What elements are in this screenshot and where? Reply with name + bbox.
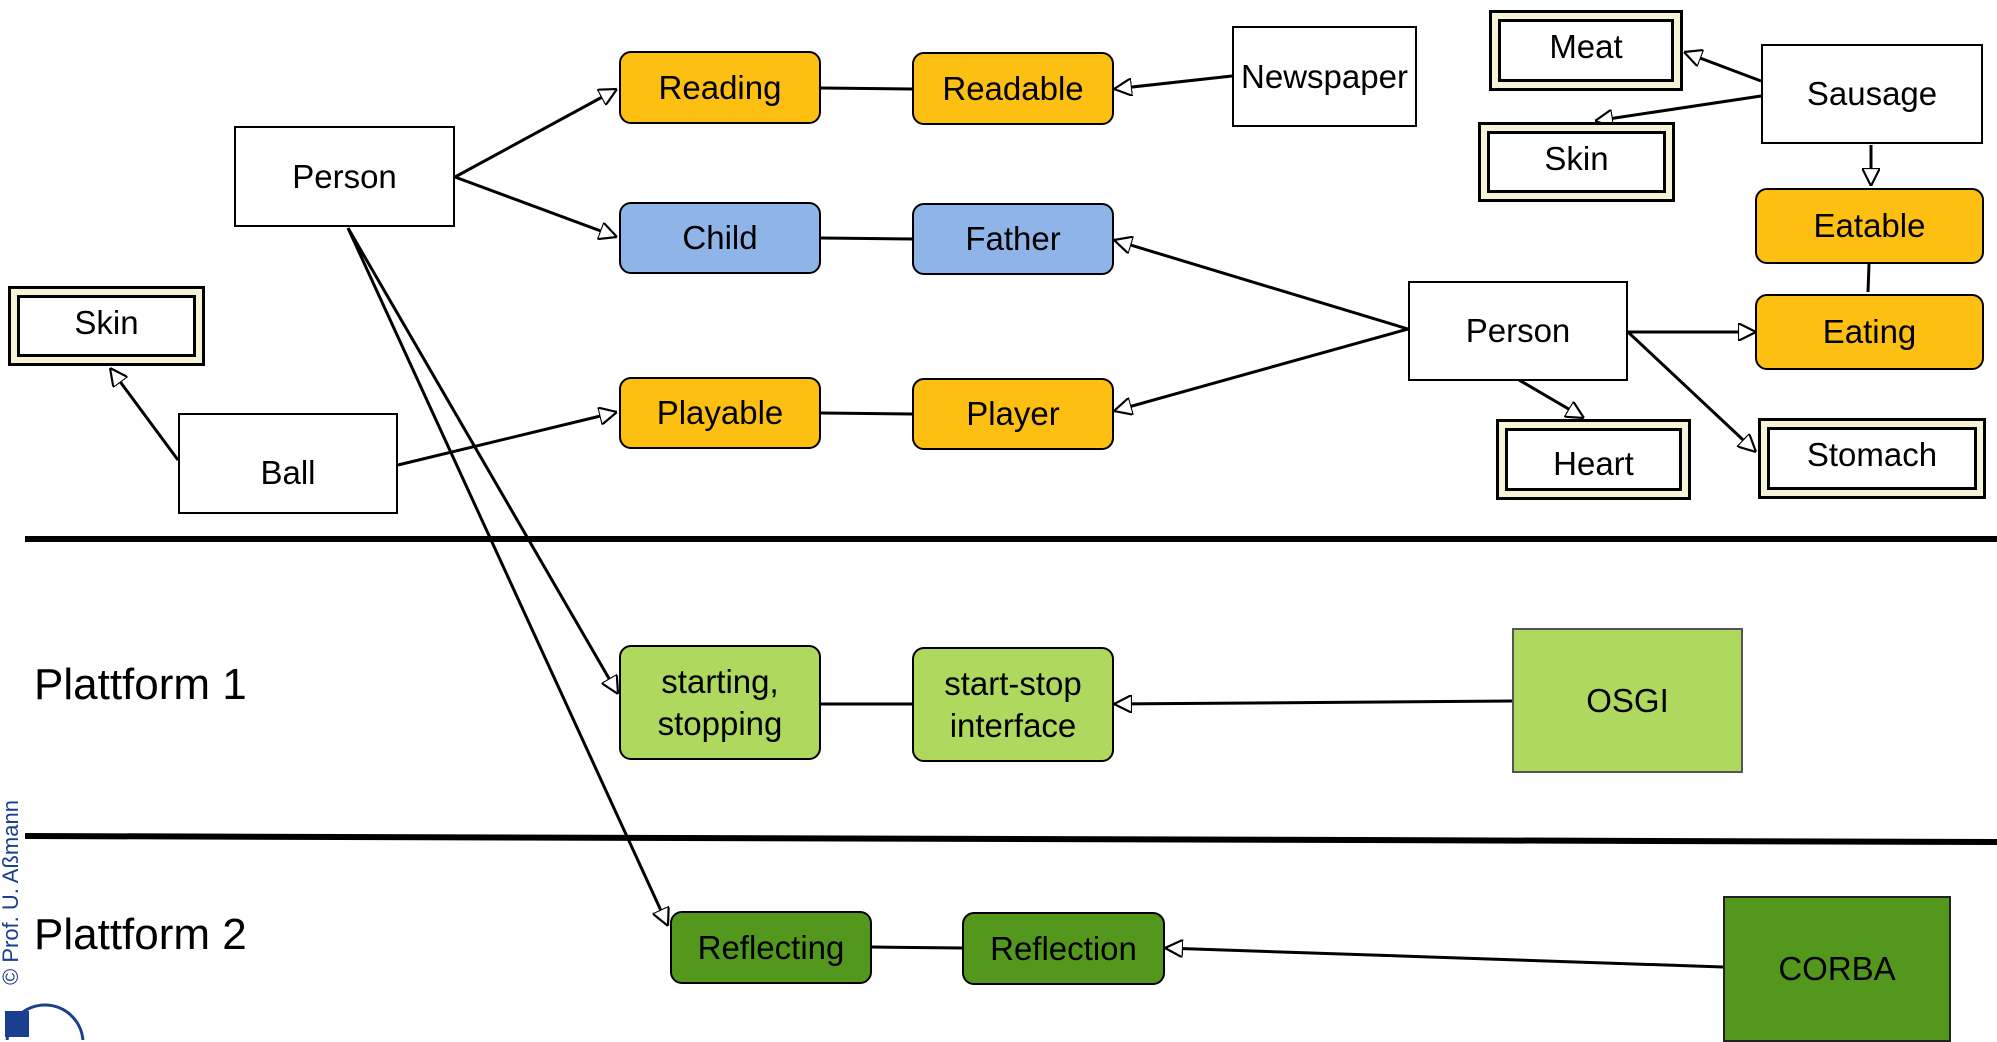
edge-child-father	[820, 236, 913, 241]
edge-personr-player	[1114, 327, 1409, 411]
edge-sausage-skin	[1595, 94, 1762, 121]
start-stop-interface-role: start-stop interface	[912, 647, 1114, 762]
stomach-part: Stomach	[1758, 418, 1986, 499]
father-role: Father	[912, 203, 1114, 275]
ball-box: Ball	[178, 413, 398, 514]
edge-personr-stomach	[1626, 330, 1756, 452]
player-role: Player	[912, 378, 1114, 450]
heart-part-label: Heart	[1505, 428, 1682, 491]
edge-personr-heart	[1518, 378, 1584, 420]
edge-personr-father	[1114, 240, 1409, 331]
platform1-label: Plattform 1	[34, 660, 247, 709]
person-box-left: Person	[234, 126, 455, 227]
reflection-role: Reflection	[962, 912, 1165, 985]
edge-person-reflecting	[346, 227, 668, 926]
platform-separator-2	[24, 833, 1997, 845]
playable-role: Playable	[619, 377, 821, 449]
edge-reflecting-reflection	[871, 945, 963, 950]
edge-person-starting	[346, 227, 620, 694]
platform2-label: Plattform 2	[34, 910, 247, 959]
readable-role: Readable	[912, 52, 1114, 125]
skin-part-right-label: Skin	[1487, 131, 1666, 193]
meat-part: Meat	[1489, 10, 1683, 91]
copyright-text: © Prof. U. Aßmann	[0, 800, 23, 985]
university-logo	[5, 1003, 85, 1040]
start-stop-interface-line2: interface	[949, 706, 1077, 744]
start-stop-interface-line1: start-stop	[944, 665, 1082, 703]
osgi-box: OSGI	[1512, 628, 1743, 773]
skin-part-left-label: Skin	[17, 295, 196, 357]
newspaper-box: Newspaper	[1232, 26, 1417, 127]
skin-part-right: Skin	[1478, 122, 1675, 202]
edge-ball-skin	[110, 368, 180, 461]
edge-ball-playable	[397, 412, 617, 467]
edge-reading-readable	[820, 86, 913, 91]
reading-role: Reading	[619, 51, 821, 124]
eatable-role: Eatable	[1755, 188, 1984, 264]
person-box-right: Person	[1408, 281, 1628, 381]
stomach-part-label: Stomach	[1767, 427, 1977, 490]
starting-stopping-line2: stopping	[657, 704, 783, 742]
heart-part: Heart	[1496, 419, 1691, 500]
meat-part-label: Meat	[1498, 19, 1674, 82]
reflecting-role: Reflecting	[670, 911, 872, 984]
eating-role: Eating	[1755, 294, 1984, 370]
corba-box: CORBA	[1723, 896, 1951, 1042]
edge-person-reading	[454, 87, 617, 179]
edge-person-child	[454, 175, 617, 237]
edge-eatable-eating	[1866, 263, 1871, 293]
edge-corba-reflection	[1165, 948, 1724, 969]
edge-newspaper-readable	[1114, 74, 1233, 89]
edge-sausage-meat	[1684, 52, 1762, 83]
child-role: Child	[619, 202, 821, 274]
skin-part-left: Skin	[8, 286, 205, 366]
starting-stopping-line1: starting,	[661, 663, 779, 701]
edge-osgi-startstop	[1114, 701, 1513, 704]
starting-stopping-role: starting, stopping	[619, 645, 821, 760]
edge-playable-player	[820, 411, 913, 416]
sausage-box: Sausage	[1761, 44, 1983, 144]
